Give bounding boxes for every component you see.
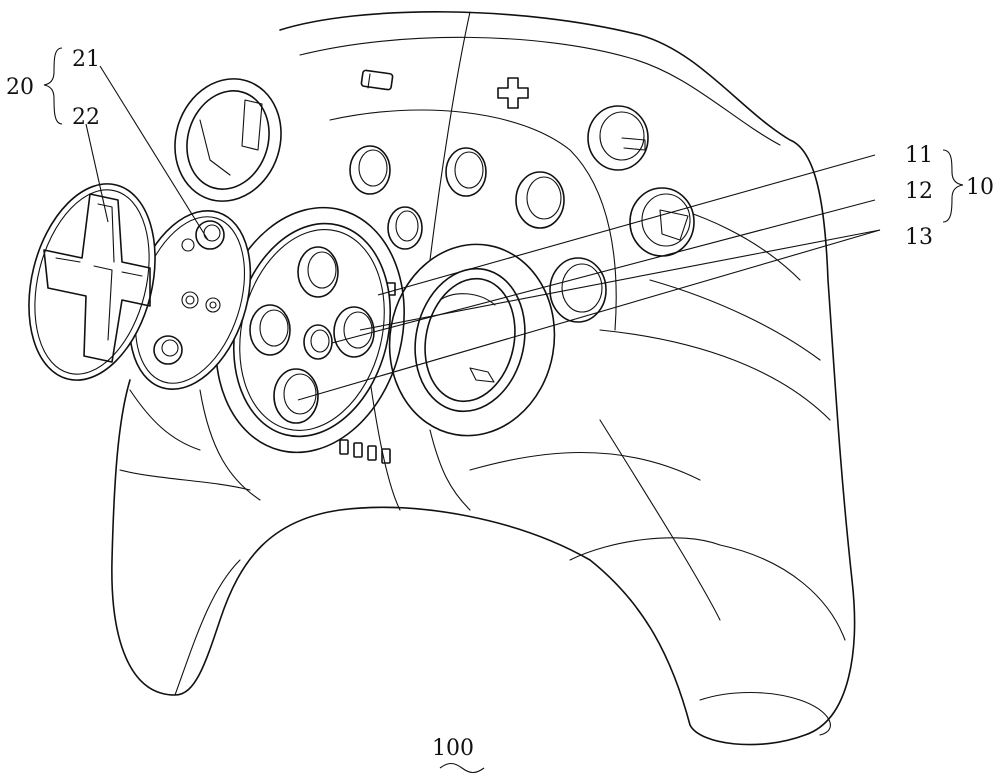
brace-20 [43, 47, 63, 125]
controller-body [111, 11, 856, 746]
share-button [360, 69, 394, 91]
label-21: 21 [72, 47, 100, 72]
right-analog-stick [388, 243, 556, 437]
brace-10 [942, 149, 964, 223]
label-100: 100 [432, 736, 474, 761]
label-12: 12 [905, 179, 933, 204]
dpad-base-disc-21 [128, 210, 252, 390]
dpad-cap-22 [28, 183, 156, 381]
leader-lines [85, 65, 881, 401]
mini-dpad-icon [497, 77, 529, 109]
label-13: 13 [905, 225, 933, 250]
label-10: 10 [966, 175, 994, 200]
label-100-tilde [439, 762, 485, 774]
label-22: 22 [72, 105, 100, 130]
face-buttons [349, 145, 565, 250]
label-11: 11 [905, 143, 933, 168]
dpad-socket [174, 78, 282, 202]
label-20: 20 [6, 75, 34, 100]
player-leds [339, 439, 391, 464]
